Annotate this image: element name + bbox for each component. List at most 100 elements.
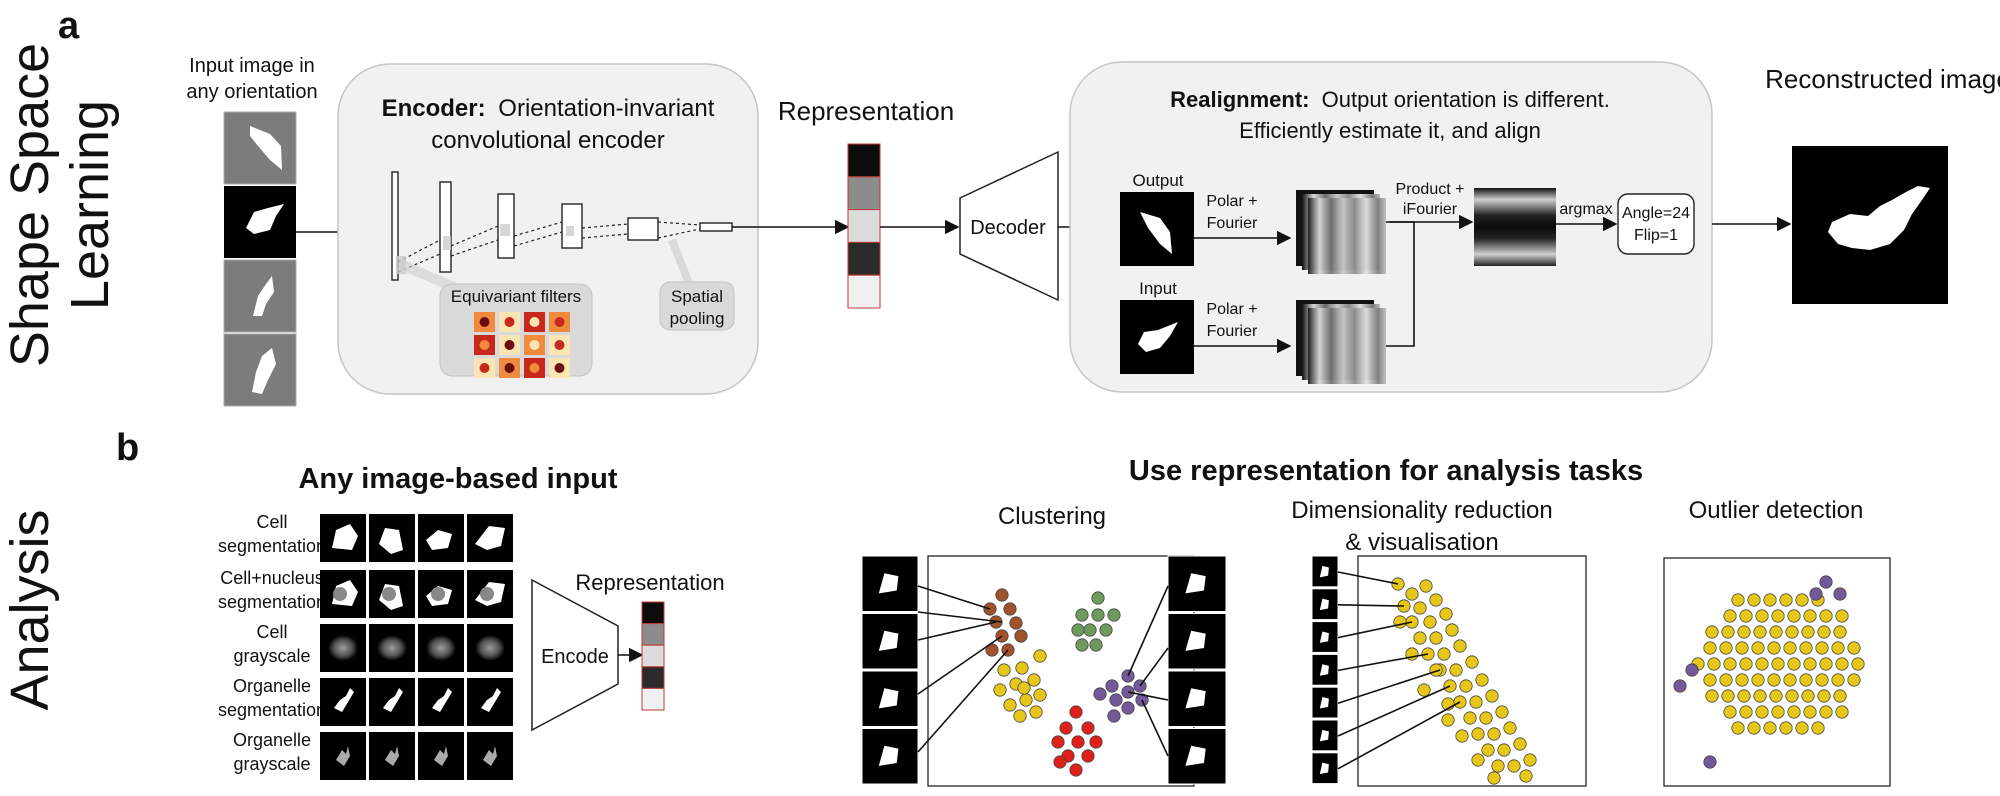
input-shape	[483, 746, 497, 766]
cluster-link-left	[917, 611, 1003, 623]
input-row-label: Cell	[256, 512, 287, 532]
shape-in-thumb	[1319, 565, 1329, 578]
representation-cell	[847, 176, 881, 211]
cluster-point-red	[1081, 721, 1095, 735]
outlier-point-normal	[1721, 625, 1735, 639]
cluster-link-right	[1139, 647, 1169, 687]
representation-cell	[641, 666, 665, 689]
cluster-point-green	[1091, 608, 1105, 622]
outlier-point-normal	[1739, 705, 1753, 719]
outlier-point-normal	[1787, 705, 1801, 719]
outlier-point-normal	[1739, 609, 1753, 623]
outlier-point-normal	[1731, 593, 1745, 607]
shape-in-thumb	[1319, 697, 1329, 709]
input-shape	[383, 688, 403, 712]
input-row-label: segmentation	[218, 536, 326, 556]
dimred-point	[1463, 711, 1477, 725]
dimred-link	[1337, 604, 1405, 607]
dimred-point	[1495, 705, 1509, 719]
cluster-link-right	[1141, 699, 1169, 757]
input-label-line-1: Input image in	[189, 55, 315, 77]
dimred-point	[1439, 607, 1453, 621]
cluster-point-green	[1083, 623, 1097, 637]
outlier-point-normal	[1785, 689, 1799, 703]
cluster-link-right	[1127, 691, 1169, 701]
cluster-point-yellow	[1029, 705, 1043, 719]
spatial-pooling-label-line-2: pooling	[670, 309, 725, 328]
input-shape	[385, 746, 399, 766]
outlier-point-normal	[1755, 657, 1769, 671]
dimred-point	[1413, 601, 1427, 615]
panel-a: a Shape Space Learning Input image in an…	[0, 5, 2000, 407]
outlier-point-anomaly	[1819, 575, 1833, 589]
cluster-point-green	[1075, 638, 1089, 652]
outlier-point-normal	[1799, 673, 1813, 687]
outlier-point-normal	[1769, 625, 1783, 639]
dimred-point	[1393, 615, 1407, 629]
outlier-point-anomaly	[1703, 755, 1717, 769]
cluster-point-yellow	[1027, 673, 1041, 687]
cluster-point-yellow	[1015, 661, 1029, 675]
representation-cell	[641, 623, 665, 646]
outlier-point-normal	[1801, 625, 1815, 639]
shape-in-thumb	[1319, 664, 1329, 676]
cluster-point-red	[1069, 763, 1083, 777]
tasks-title: Use representation for analysis tasks	[1129, 455, 1643, 487]
filter-center	[479, 363, 490, 373]
representation-cell	[847, 143, 881, 178]
outlier-point-normal	[1751, 641, 1765, 655]
outlier-point-anomaly	[1685, 663, 1699, 677]
outlier-point-normal	[1763, 721, 1777, 735]
cluster-point-yellow	[1033, 649, 1047, 663]
outlier-point-normal	[1803, 657, 1817, 671]
cluster-point-green	[1091, 591, 1105, 605]
representation-label: Representation	[778, 96, 954, 126]
filter-center	[529, 317, 540, 327]
outlier-point-normal	[1795, 721, 1809, 735]
outlier-point-normal	[1785, 625, 1799, 639]
outlier-point-normal	[1831, 641, 1845, 655]
outlier-point-normal	[1847, 673, 1861, 687]
shape-in-thumb	[878, 573, 899, 594]
dimred-link	[1337, 621, 1413, 639]
decoder-label: Decoder	[970, 217, 1046, 239]
dimred-point	[1469, 695, 1483, 709]
dimred-point	[1429, 631, 1443, 645]
outlier-point-normal	[1751, 673, 1765, 687]
cluster-thumb-left	[861, 555, 919, 612]
outlier-detection-task	[1663, 557, 1891, 787]
cluster-point-purple	[1093, 687, 1107, 701]
cluster-point-red	[1053, 755, 1067, 769]
dimred-point	[1491, 759, 1505, 773]
outlier-point-normal	[1787, 609, 1801, 623]
input-shape	[434, 746, 448, 766]
outlier-point-normal	[1755, 609, 1769, 623]
outlier-point-normal	[1795, 593, 1809, 607]
dimred-point	[1519, 769, 1533, 783]
cluster-link-left	[917, 585, 991, 610]
dimred-point	[1465, 655, 1479, 669]
nucleus	[480, 587, 494, 601]
outlier-point-normal	[1767, 673, 1781, 687]
input-examples-grid: CellsegmentationCell+nucleussegmentation…	[218, 512, 513, 780]
panel-letter-b: b	[116, 427, 139, 469]
outlier-point-normal	[1753, 689, 1767, 703]
dimred-point	[1507, 759, 1521, 773]
product-ifourier-line-2: iFourier	[1403, 201, 1458, 218]
reconstructed-label: Reconstructed image	[1765, 64, 2000, 94]
input-row-label: grayscale	[233, 646, 310, 666]
outlier-point-normal	[1705, 689, 1719, 703]
outlier-point-normal	[1783, 641, 1797, 655]
dimred-point	[1479, 711, 1493, 725]
outlier-point-normal	[1811, 721, 1825, 735]
grayscale-cell	[426, 635, 456, 661]
representation-vector	[847, 143, 881, 309]
realignment-block: Realignment: Output orientation is diffe…	[1069, 61, 1713, 393]
outlier-point-normal	[1739, 657, 1753, 671]
filter-center	[554, 340, 565, 350]
dimred-point	[1445, 623, 1459, 637]
cluster-point-purple	[1109, 693, 1123, 707]
outlier-point-normal	[1767, 641, 1781, 655]
outlier-point-normal	[1847, 641, 1861, 655]
